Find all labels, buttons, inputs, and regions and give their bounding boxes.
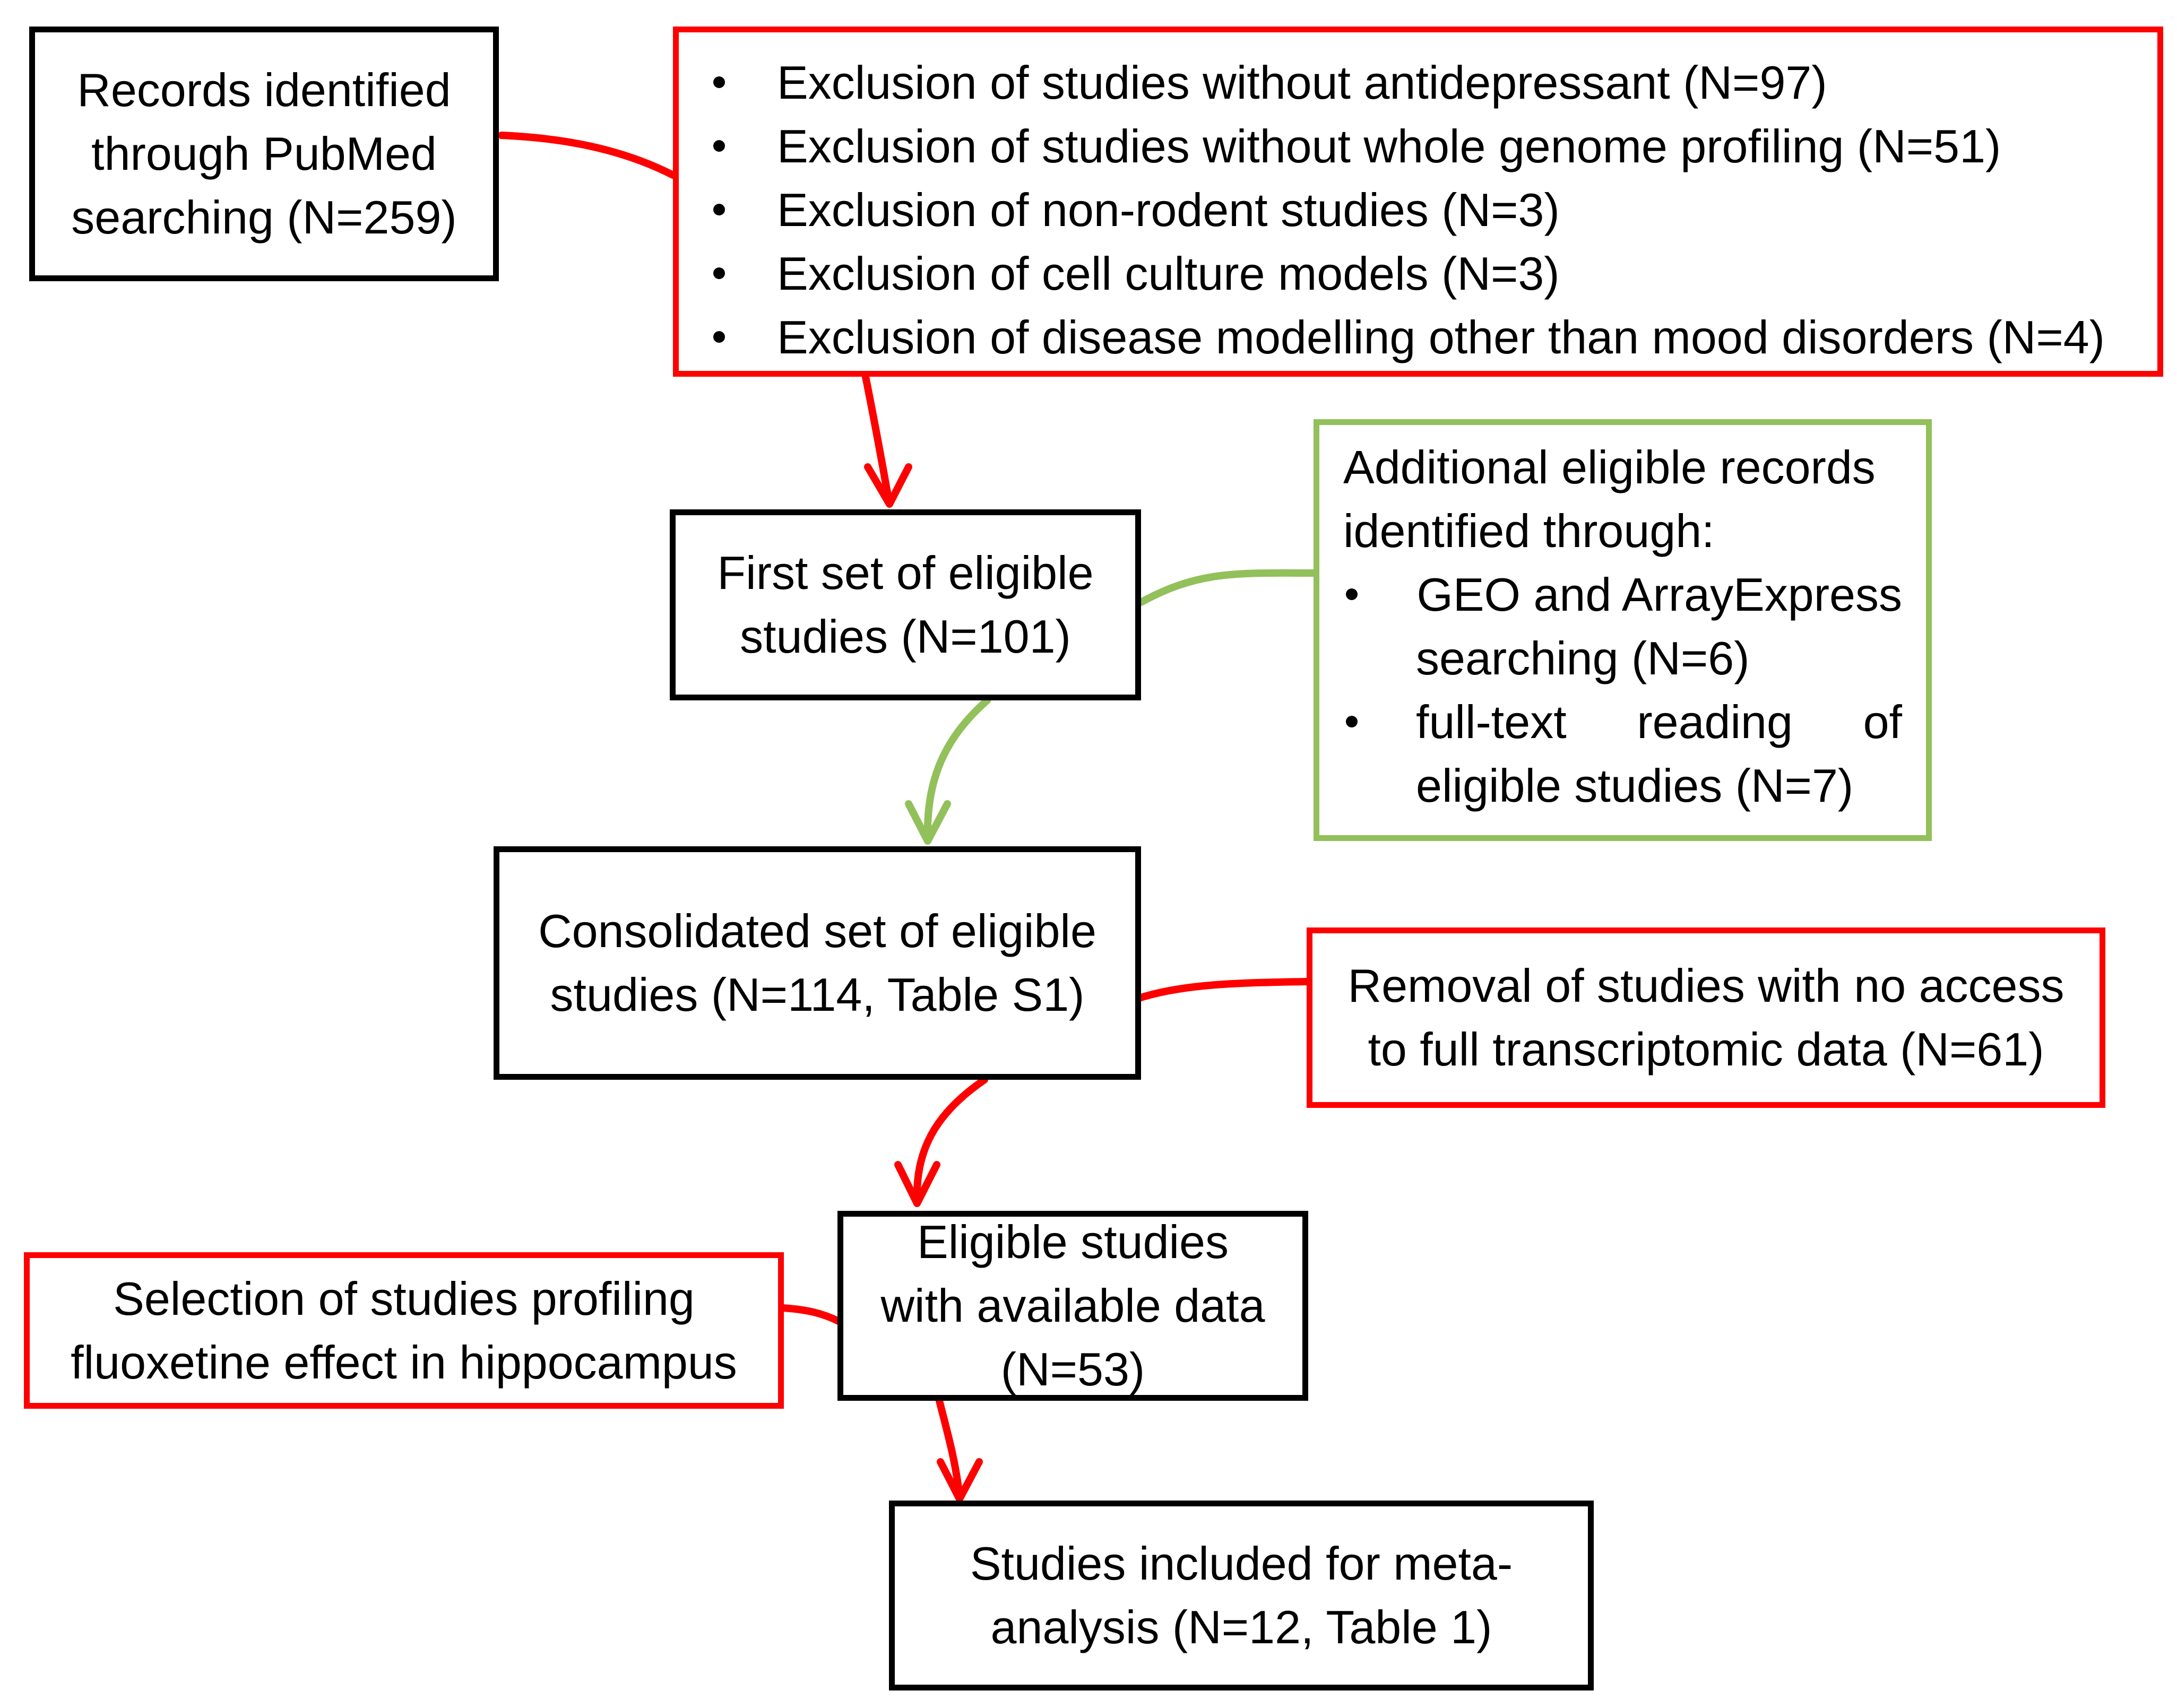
pubmed-records-line: through PubMed [91,127,437,180]
additional-heading-line: Additional eligible records [1343,436,1902,499]
bullet-icon [713,140,725,152]
exclusions-box: Exclusion of studies without antidepress… [673,27,2163,377]
included-studies-line: Studies included for meta- [970,1537,1513,1590]
pubmed-records-line: Records identified [77,64,451,116]
additional-item-word: of [1863,696,1902,748]
additional-heading-text: Additional eligible records [1343,441,1876,493]
eligible-available-line: (N=53) [1000,1343,1145,1395]
additional-item-word: full-text [1416,696,1567,748]
connector-exclusions-to-first-set [861,370,893,505]
exclusion-item-text: Exclusion of studies without whole genom… [777,120,2001,172]
pubmed-records-line: searching (N=259) [71,191,457,244]
bullet-icon [1346,716,1358,727]
additional-item-line: searching (N=6) [1416,632,1750,684]
consolidated-set-box: Consolidated set of eligible studies (N=… [494,846,1141,1080]
exclusions-list: Exclusion of studies without antidepress… [679,51,2157,369]
selection-box: Selection of studies profiling fluoxetin… [24,1252,784,1409]
first-set-line: studies (N=101) [740,610,1071,663]
additional-item-word: reading [1637,696,1793,748]
connector-removal-to-consolidated [1137,978,1310,1001]
connector-selection-to-eligible [779,1304,842,1325]
exclusion-item: Exclusion of studies without antidepress… [679,51,2157,115]
selection-line: fluoxetine effect in hippocampus [71,1336,737,1389]
eligible-available-box: Eligible studies with available data (N=… [837,1211,1308,1401]
consolidated-set-line: Consolidated set of eligible [538,905,1096,957]
exclusion-item: Exclusion of studies without whole genom… [679,115,2157,178]
bullet-icon [713,204,725,215]
arrowhead-eligible [894,1161,940,1207]
first-set-box: First set of eligible studies (N=101) [670,509,1141,700]
bullet-icon [1346,588,1358,600]
first-set-line: First set of eligible [717,547,1094,599]
exclusion-item-text: Exclusion of non-rodent studies (N=3) [777,184,1560,236]
selection-line: Selection of studies profiling [113,1272,695,1325]
additional-heading-line: identified through: [1343,499,1902,563]
additional-records-box: Additional eligible records identified t… [1314,419,1932,841]
additional-item-line: GEO and ArrayExpress [1416,568,1902,621]
additional-item-line: eligible studies (N=7) [1416,759,1854,812]
additional-heading-text: identified through: [1343,505,1715,557]
additional-item: GEO and ArrayExpress searching (N=6) [1343,563,1902,690]
connector-eligible-to-included [936,1397,963,1500]
bullet-icon [713,331,725,343]
eligible-available-line: with available data [880,1279,1265,1332]
exclusion-item-text: Exclusion of disease modelling other tha… [777,311,2105,363]
removal-line: to full transcriptomic data (N=61) [1368,1023,2044,1076]
bullet-icon [713,267,725,279]
pubmed-records-box: Records identified through PubMed search… [29,27,499,281]
connector-additional-to-first-set [1137,569,1317,606]
connector-pubmed-to-exclusions [498,132,677,179]
bullet-icon [713,76,725,88]
exclusion-item: Exclusion of disease modelling other tha… [679,306,2157,369]
consolidated-set-line: studies (N=114, Table S1) [550,968,1085,1021]
connector-consolidated-to-eligible [913,1076,988,1206]
exclusion-item-text: Exclusion of cell culture models (N=3) [777,247,1560,300]
exclusion-item: Exclusion of cell culture models (N=3) [679,242,2157,306]
removal-box: Removal of studies with no access to ful… [1307,927,2105,1108]
eligible-available-line: Eligible studies [917,1216,1229,1268]
connector-first-set-to-consolidated [923,697,991,842]
included-studies-line: analysis (N=12, Table 1) [990,1601,1492,1653]
exclusion-item-text: Exclusion of studies without antidepress… [777,56,1827,109]
arrowhead-included [937,1458,983,1503]
arrowhead-first-set [864,463,912,508]
additional-item: full-text reading of eligible studies (N… [1343,690,1902,818]
removal-line: Removal of studies with no access [1347,959,2064,1012]
exclusion-item: Exclusion of non-rodent studies (N=3) [679,178,2157,242]
arrowhead-consolidated [905,800,951,845]
included-studies-box: Studies included for meta- analysis (N=1… [889,1501,1594,1690]
additional-item-line: full-text reading of [1416,690,1902,754]
